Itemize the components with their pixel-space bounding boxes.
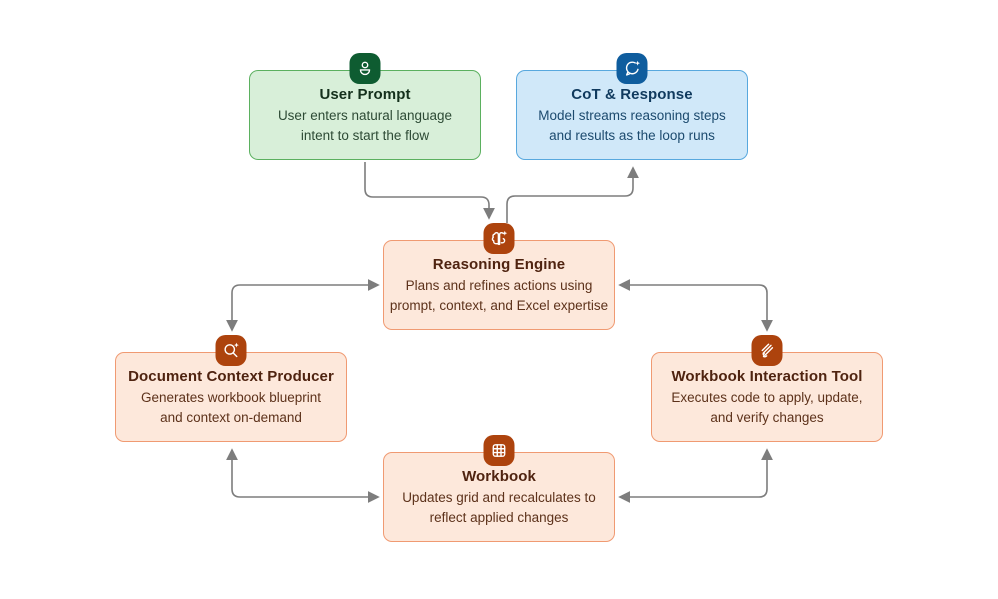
node-title: Document Context Producer <box>128 368 334 385</box>
node-description: Updates grid and recalculates to reflect… <box>402 490 596 525</box>
node-description: Model streams reasoning steps and result… <box>538 108 726 143</box>
node-document-context-producer: Document Context Producer Generates work… <box>115 335 347 442</box>
edge-workbook-interaction-tool-workbook <box>618 448 773 503</box>
edge-document-context-producer-workbook <box>226 448 380 503</box>
node-description: Plans and refines actions using prompt, … <box>389 278 609 313</box>
node-title: User Prompt <box>319 86 411 103</box>
edge-user-prompt-to-reasoning-engine <box>364 162 495 220</box>
brain-sparkle-icon <box>483 223 515 254</box>
node-reasoning-engine: Reasoning Engine Plans and refines actio… <box>383 223 615 330</box>
node-description: Executes code to apply, update, and veri… <box>671 390 863 425</box>
node-title: Workbook Interaction Tool <box>671 368 863 385</box>
node-workbook: Workbook Updates grid and recalculates t… <box>383 435 615 542</box>
node-title: CoT & Response <box>571 86 693 103</box>
edge-reasoning-engine-to-cot-response <box>506 166 639 223</box>
node-description: User enters natural language intent to s… <box>277 108 453 143</box>
search-sparkle-icon <box>215 335 247 366</box>
chat-sparkle-icon <box>616 53 648 84</box>
node-user-prompt: User Prompt User enters natural language… <box>249 53 481 160</box>
node-title: Reasoning Engine <box>432 256 566 273</box>
edge-reasoning-engine-workbook-interaction-tool <box>618 279 773 332</box>
node-workbook-interaction-tool: Workbook Interaction Tool Executes code … <box>651 335 883 442</box>
node-cot-response: CoT & Response Model streams reasoning s… <box>516 53 748 160</box>
signature-icon <box>751 335 783 366</box>
edge-reasoning-engine-document-context-producer <box>226 279 380 332</box>
node-title: Workbook <box>462 468 536 485</box>
node-description: Generates workbook blueprint and context… <box>140 390 322 425</box>
grid-icon <box>483 435 515 466</box>
person-icon <box>349 53 381 84</box>
